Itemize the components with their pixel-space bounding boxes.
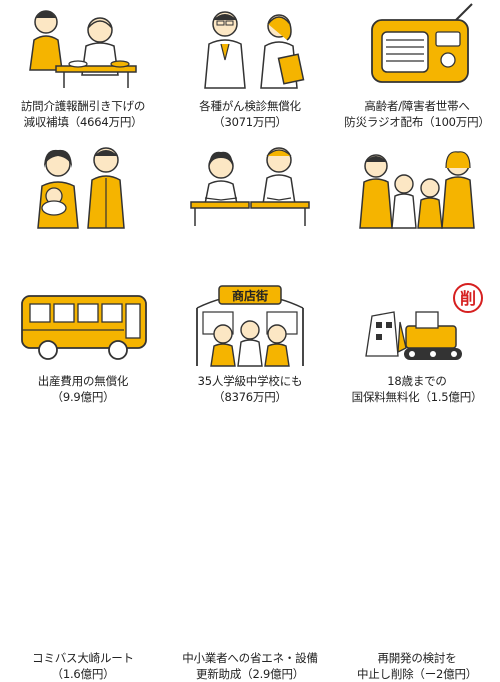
shop-sign-text: 商店街 xyxy=(232,288,268,303)
caption: 訪問介護報酬引き下げの 減収補填（4664万円） xyxy=(0,98,166,130)
cancer-screening-icon xyxy=(167,0,333,92)
caption-line2: 更新助成（2.9億円） xyxy=(195,667,305,681)
bus-icon xyxy=(0,276,166,368)
caption: 35人学級中学校にも （8376万円） xyxy=(167,373,333,405)
home-care-icon xyxy=(0,0,166,92)
childbirth-icon xyxy=(0,138,166,230)
policy-35-class: 35人学級中学校にも （8376万円） xyxy=(167,138,333,404)
caption-line1: 中小業者への省エネ・設備 xyxy=(182,651,318,665)
policy-childbirth: 出産費用の無償化 （9.9億円） xyxy=(0,138,166,404)
caption-line2: （1.6億円） xyxy=(51,667,115,681)
caption-line1: 各種がん検診無償化 xyxy=(199,99,301,113)
caption: 各種がん検診無償化 （3071万円） xyxy=(167,98,333,130)
policy-national-insurance: 18歳までの 国保料無料化（1.5億円） xyxy=(334,138,500,404)
caption-line2: 防災ラジオ配布（100万円） xyxy=(344,115,490,129)
caption: 18歳までの 国保料無料化（1.5億円） xyxy=(334,373,500,405)
caption-line2: 中止し削除（ー2億円） xyxy=(356,667,478,681)
caption-line1: 訪問介護報酬引き下げの xyxy=(20,99,146,113)
caption-line2: （9.9億円） xyxy=(51,390,115,404)
caption: コミバス大崎ルート （1.6億円） xyxy=(0,650,166,682)
policy-home-care: 訪問介護報酬引き下げの 減収補填（4664万円） xyxy=(0,0,166,137)
caption: 再開発の検討を 中止し削除（ー2億円） xyxy=(334,650,500,682)
caption: 中小業者への省エネ・設備 更新助成（2.9億円） xyxy=(167,650,333,682)
caption-line2: （3071万円） xyxy=(213,115,287,129)
classroom-icon xyxy=(167,138,333,230)
radio-icon xyxy=(334,0,500,92)
caption: 出産費用の無償化 （9.9億円） xyxy=(0,373,166,405)
caption-line1: 再開発の検討を xyxy=(377,651,457,665)
caption: 高齢者/障害者世帯へ 防災ラジオ配布（100万円） xyxy=(334,98,500,130)
caption-line2: 国保料無料化（1.5億円） xyxy=(351,390,483,404)
policy-cancer-screening: 各種がん検診無償化 （3071万円） xyxy=(167,0,333,137)
policy-redevelopment-cut: 削 再開発の検討を 中止し削除（ー2億円） xyxy=(334,276,500,681)
shopping-street-icon: 商店街 xyxy=(167,276,333,368)
policy-community-bus: コミバス大崎ルート （1.6億円） xyxy=(0,276,166,681)
caption-line1: 出産費用の無償化 xyxy=(37,374,129,388)
caption-line1: コミバス大崎ルート xyxy=(32,651,134,665)
caption-line1: 18歳までの xyxy=(387,374,447,388)
bulldozer-icon: 削 xyxy=(334,276,500,368)
family-icon xyxy=(334,138,500,230)
caption-line1: 35人学級中学校にも xyxy=(197,374,303,388)
policy-disaster-radio: 高齢者/障害者世帯へ 防災ラジオ配布（100万円） xyxy=(334,0,500,137)
cut-stamp-text: 削 xyxy=(460,289,476,308)
policy-energy-subsidy: 商店街 中小業者への省エネ・設備 更新助成（2.9億円） xyxy=(167,276,333,681)
caption-line2: 減収補填（4664万円） xyxy=(23,115,143,129)
caption-line1: 高齢者/障害者世帯へ xyxy=(364,99,470,113)
caption-line2: （8376万円） xyxy=(213,390,287,404)
